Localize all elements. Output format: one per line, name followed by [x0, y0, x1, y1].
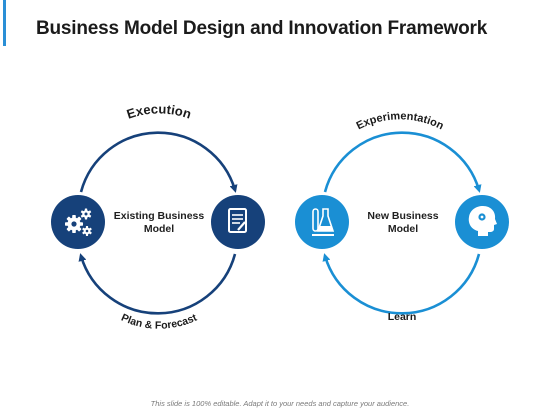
- new-business-line1: New Business: [367, 210, 439, 222]
- existing-business-line1: Existing Business: [113, 210, 205, 222]
- execution-arc: [79, 131, 238, 193]
- learn-label: Learn: [388, 311, 417, 323]
- experimentation-arc: [323, 131, 482, 193]
- footer-note: This slide is 100% editable. Adapt it to…: [150, 399, 410, 408]
- learn-arc: [322, 253, 481, 315]
- head-idea-icon: [455, 195, 509, 249]
- existing-business-model-text: Existing Business Model: [99, 210, 219, 236]
- accent-bar: [3, 0, 6, 46]
- experimentation-label: Experimentation: [355, 110, 446, 132]
- page-title: Business Model Design and Innovation Fra…: [36, 18, 488, 39]
- new-business-model-text: New Business Model: [343, 210, 463, 236]
- plan-forecast-arc: [78, 253, 237, 315]
- new-business-line2: Model: [387, 223, 419, 235]
- existing-business-line2: Model: [143, 223, 175, 235]
- lab-flasks-icon: [295, 195, 349, 249]
- gears-icon: [51, 195, 105, 249]
- document-edit-icon: [211, 195, 265, 249]
- execution-label: Execution: [125, 101, 194, 121]
